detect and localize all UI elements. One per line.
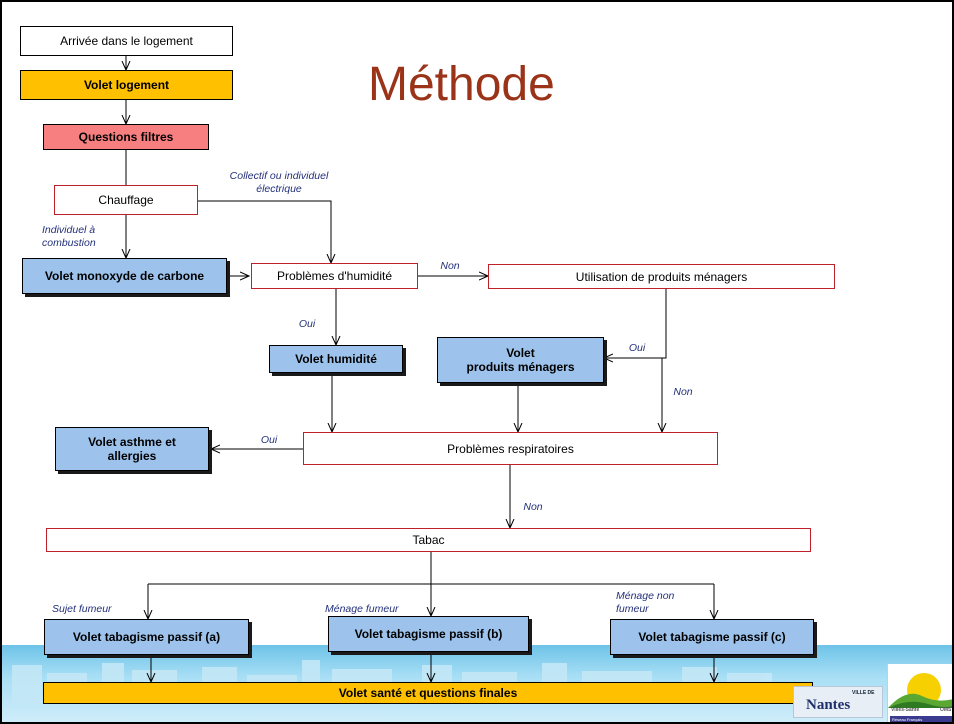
box-chauffage: Chauffage [54, 185, 198, 215]
box-problemes-humidite: Problèmes d'humidité [251, 263, 418, 289]
nantes-logo-text: Nantes [806, 697, 851, 713]
edge-label-non-humidite: Non [440, 260, 460, 272]
edge-label-individuel-line2: combustion [42, 237, 96, 249]
box-volet-tabagisme-a: Volet tabagisme passif (a) [44, 619, 249, 655]
edge-label-individuel-line1: Individuel à [42, 224, 96, 236]
edge-label-oui-asthme: Oui [260, 434, 278, 446]
volet-produits-line1: Volet [506, 346, 535, 360]
volet-asthme-line2: allergies [107, 449, 157, 463]
arrow-chauffage-humidite [198, 200, 331, 263]
reseau-text: Réseau Français [892, 717, 923, 722]
oms-text: OMS [940, 707, 952, 713]
volet-produits-line2: produits ménagers [466, 360, 575, 374]
box-volet-humidite: Volet humidité [269, 345, 403, 373]
volet-asthme-line1: Volet asthme et [88, 435, 176, 449]
edge-label-collectif-line2: électrique [256, 183, 302, 195]
edge-label-collectif-line1: Collectif ou individuel [229, 170, 329, 182]
edge-label-individuel: Individuel à combustion [42, 224, 108, 250]
box-volet-asthme: Volet asthme et allergies [55, 427, 209, 471]
arrow-utilisation-volet-produits [604, 289, 667, 358]
edge-label-menage-non-fumeur-line2: fumeur [616, 603, 649, 615]
edge-label-menage-fumeur: Ménage fumeur [325, 603, 399, 615]
box-volet-monoxyde: Volet monoxyde de carbone [22, 258, 227, 294]
edge-label-non-tabac: Non [523, 501, 543, 513]
box-volet-tabagisme-b: Volet tabagisme passif (b) [328, 616, 529, 652]
villes-sante-sun-icon [888, 673, 952, 708]
box-problemes-respiratoires: Problèmes respiratoires [303, 432, 718, 465]
box-volet-produits: Volet produits ménagers [437, 337, 604, 383]
edge-label-oui-produits: Oui [628, 342, 646, 354]
box-volet-logement: Volet logement [20, 70, 233, 100]
edge-label-menage-non-fumeur: Ménage non fumeur [616, 590, 686, 616]
villes-sante-text: Villes-Santé [891, 707, 920, 713]
box-volet-sante: Volet santé et questions finales [43, 682, 813, 704]
box-tabac: Tabac [46, 528, 811, 552]
edge-label-sujet-fumeur: Sujet fumeur [52, 603, 112, 615]
edge-label-collectif: Collectif ou individuel électrique [214, 170, 344, 196]
edge-label-oui-humidite: Oui [298, 318, 316, 330]
box-utilisation-produits: Utilisation de produits ménagers [488, 264, 835, 289]
box-arrivee: Arrivée dans le logement [20, 26, 233, 56]
villes-sante-logo: Villes-Santé OMS Réseau Français [887, 664, 952, 722]
box-volet-tabagisme-c: Volet tabagisme passif (c) [610, 619, 814, 655]
edge-label-non-produits: Non [673, 386, 693, 398]
box-questions-filtres: Questions filtres [43, 124, 209, 150]
nantes-logo-ville-de: VILLE DE [852, 690, 875, 696]
nantes-logo: VILLE DE Nantes [793, 686, 883, 718]
page-title: Méthode [368, 58, 555, 111]
reseau-bar: Réseau Français [890, 716, 952, 722]
edge-label-menage-non-fumeur-line1: Ménage non [616, 590, 675, 602]
